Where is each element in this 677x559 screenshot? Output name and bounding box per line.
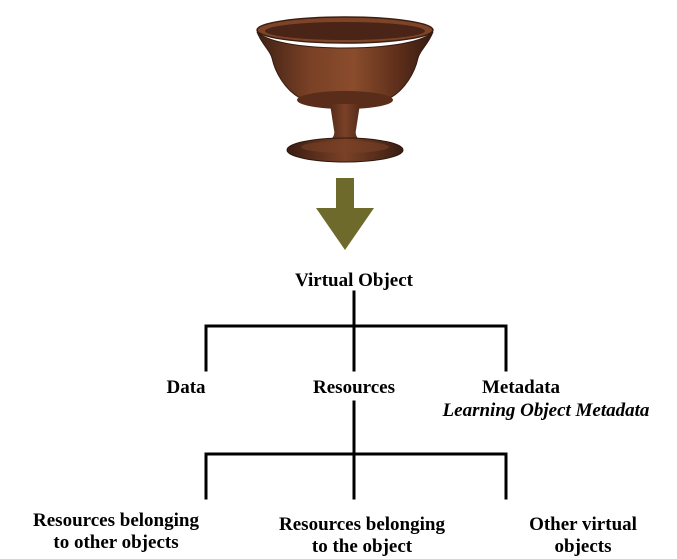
node-metadata-sublabel: Learning Object Metadata bbox=[442, 400, 650, 421]
node-other-virtual-objects-line2: objects bbox=[554, 536, 612, 557]
root-node-label: Virtual Object bbox=[294, 270, 414, 291]
node-other-virtual-objects-line1: Other virtual bbox=[529, 514, 637, 535]
node-object-resources-line1: Resources belonging bbox=[279, 514, 445, 535]
bowl-inner bbox=[265, 22, 425, 40]
node-other-objects-resources-line2: to other objects bbox=[53, 532, 179, 553]
node-data-label: Data bbox=[166, 377, 206, 398]
node-other-objects-resources-line1: Resources belonging bbox=[33, 510, 199, 531]
vessel-stem bbox=[320, 104, 370, 146]
node-object-resources-line2: to the object bbox=[311, 536, 413, 557]
node-resources-label: Resources bbox=[313, 377, 395, 398]
artifact-image bbox=[256, 16, 434, 163]
connector-lines-level2 bbox=[204, 400, 508, 500]
node-metadata-label: Metadata bbox=[481, 377, 561, 398]
down-arrow-icon bbox=[316, 178, 374, 250]
connector-lines-level1 bbox=[204, 290, 508, 372]
bowl-body bbox=[256, 31, 434, 108]
bowl-base bbox=[297, 91, 393, 109]
